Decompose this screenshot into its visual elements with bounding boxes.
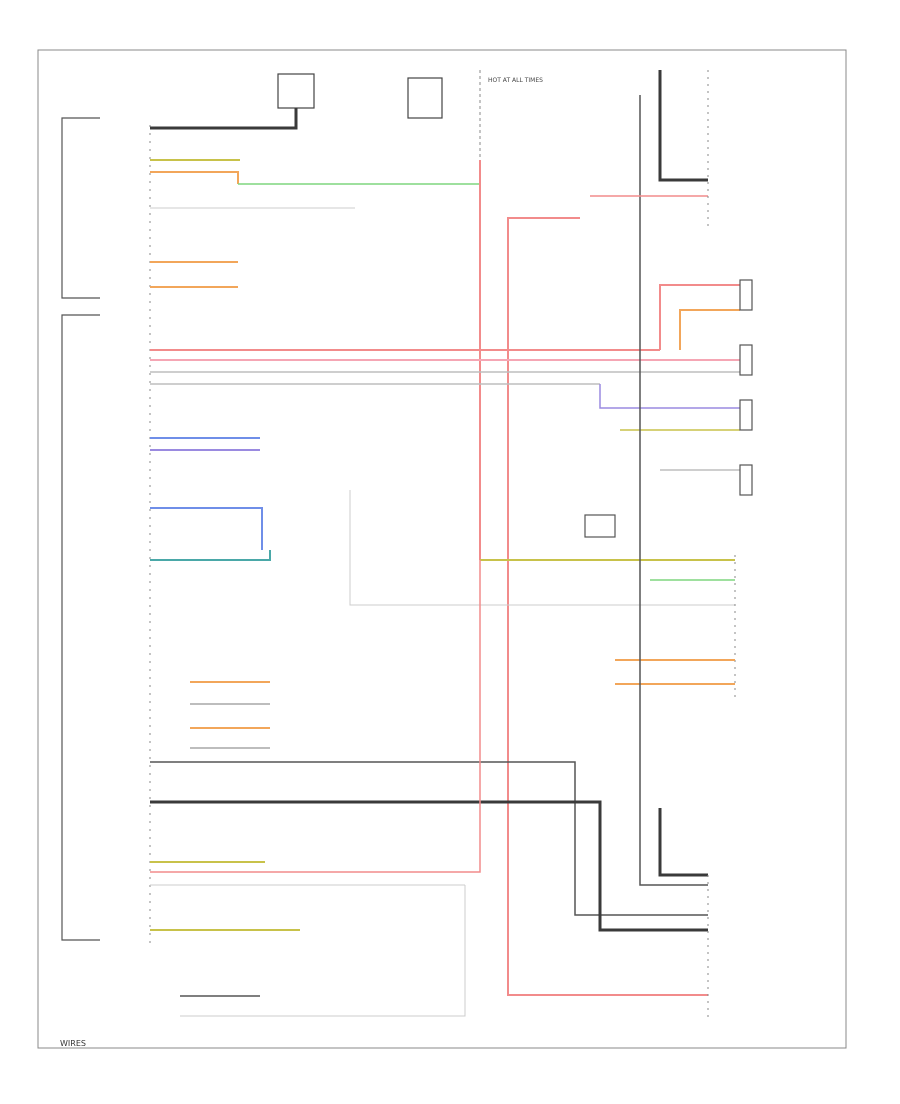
left-module-outline bbox=[61, 117, 100, 299]
wire-red-speaker bbox=[659, 284, 740, 350]
speaker-icon bbox=[739, 399, 753, 431]
wire-grey-bottom-2 bbox=[180, 885, 466, 1017]
wire-pink-switch bbox=[507, 217, 708, 996]
wire-orange-speaker bbox=[679, 309, 740, 350]
connector-box bbox=[584, 514, 616, 538]
wire-black-antenna bbox=[150, 108, 298, 130]
speaker-icon bbox=[739, 464, 753, 496]
glass-antenna bbox=[407, 77, 443, 119]
wire-black-lower-1 bbox=[150, 761, 708, 916]
speaker-icon bbox=[739, 279, 753, 311]
antenna-amplifier bbox=[277, 73, 315, 109]
speaker-icon bbox=[739, 344, 753, 376]
wire-teal-telephone bbox=[150, 550, 271, 561]
wire-purple-speaker bbox=[599, 384, 740, 409]
speaker-group bbox=[739, 279, 753, 496]
wire-orange-top bbox=[150, 171, 239, 184]
wire-black-upper-right-2 bbox=[639, 95, 708, 886]
diagram-caption-left: WIRES bbox=[60, 1039, 86, 1048]
wire-black-lower-right bbox=[658, 808, 708, 877]
wire-pink-lower bbox=[150, 560, 481, 873]
wire-blue-telephone bbox=[150, 507, 263, 550]
wire-grey-dashed-box bbox=[349, 490, 735, 606]
diagram-frame bbox=[37, 49, 847, 1049]
fuse-box-label: HOT AT ALL TIMES bbox=[488, 77, 543, 84]
wire-black-upper-right bbox=[658, 70, 708, 182]
wire-black-lower-2 bbox=[150, 800, 708, 932]
left-module-outline-lower bbox=[61, 314, 100, 941]
